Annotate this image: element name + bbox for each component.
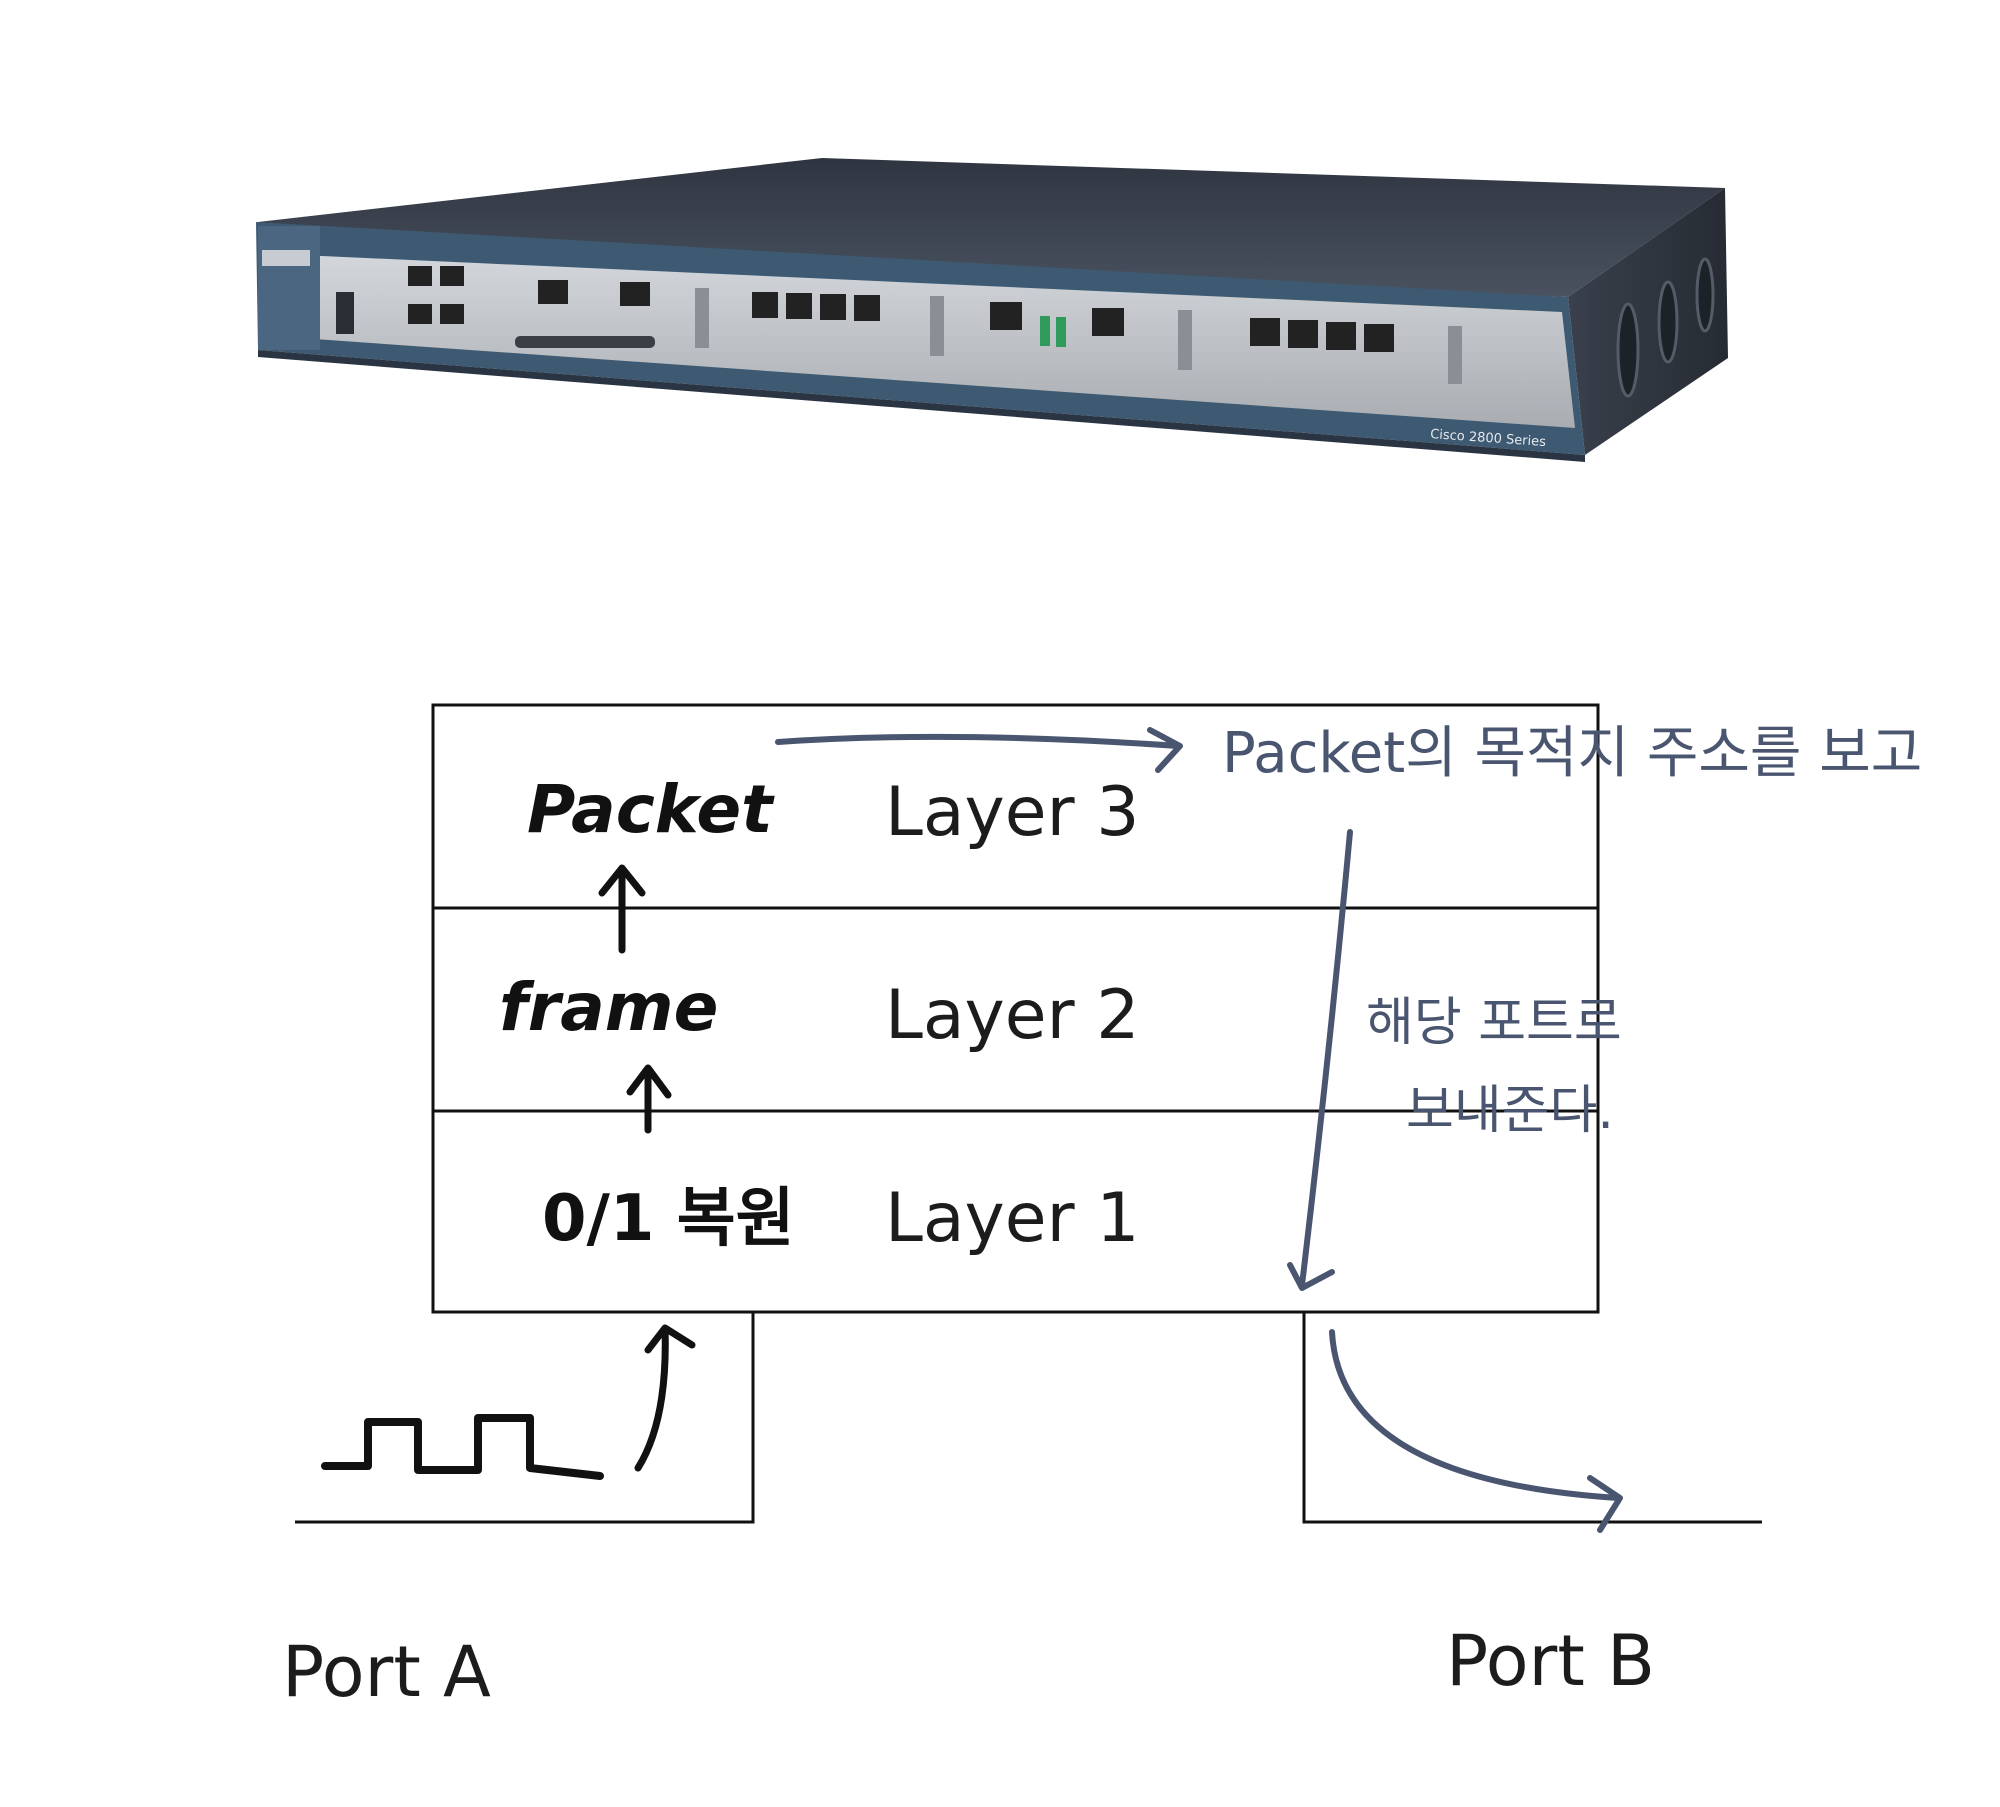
routing-annotation-side-line1: 해당 포트로 bbox=[1366, 993, 1622, 1053]
port-a-line bbox=[295, 1312, 755, 1524]
port-b-line bbox=[1302, 1312, 1762, 1524]
upward-arrows bbox=[598, 864, 696, 1472]
routing-annotation-top: Packet의 목적지 주소를 보고 bbox=[1222, 721, 1922, 786]
square-wave-signal bbox=[321, 1414, 604, 1480]
arrow-up-signal-to-layer1 bbox=[634, 1324, 696, 1472]
arrow-packet-to-annotation bbox=[775, 727, 1183, 773]
layer-1-label: Layer 1 bbox=[885, 1179, 1139, 1258]
arrow-up-bits-to-frame bbox=[626, 1064, 672, 1134]
layer-3-label: Layer 3 bbox=[885, 773, 1139, 852]
arrow-down-to-port-b bbox=[1287, 829, 1353, 1291]
port-lines bbox=[295, 1312, 1762, 1524]
layer-stack: Layer 3 Layer 2 Layer 1 Packet frame 0/1… bbox=[431, 703, 1600, 1314]
arrow-up-frame-to-packet bbox=[598, 864, 646, 954]
router-image: Cisco 2800 Series bbox=[256, 158, 1728, 462]
layer-2-label: Layer 2 bbox=[885, 976, 1139, 1055]
routing-annotation-side-line2: 보내준다. bbox=[1406, 1081, 1614, 1141]
arrow-out-port-b bbox=[1329, 1329, 1623, 1533]
layer-1-note: 0/1 복원 bbox=[542, 1182, 794, 1256]
layer-stack-frame bbox=[431, 703, 1600, 1314]
layer-3-note: Packet bbox=[527, 771, 775, 848]
port-b-label: Port B bbox=[1446, 1620, 1655, 1702]
layer-2-note: frame bbox=[499, 969, 718, 1046]
port-a-label: Port A bbox=[282, 1631, 491, 1713]
routing-arrows bbox=[775, 727, 1623, 1533]
